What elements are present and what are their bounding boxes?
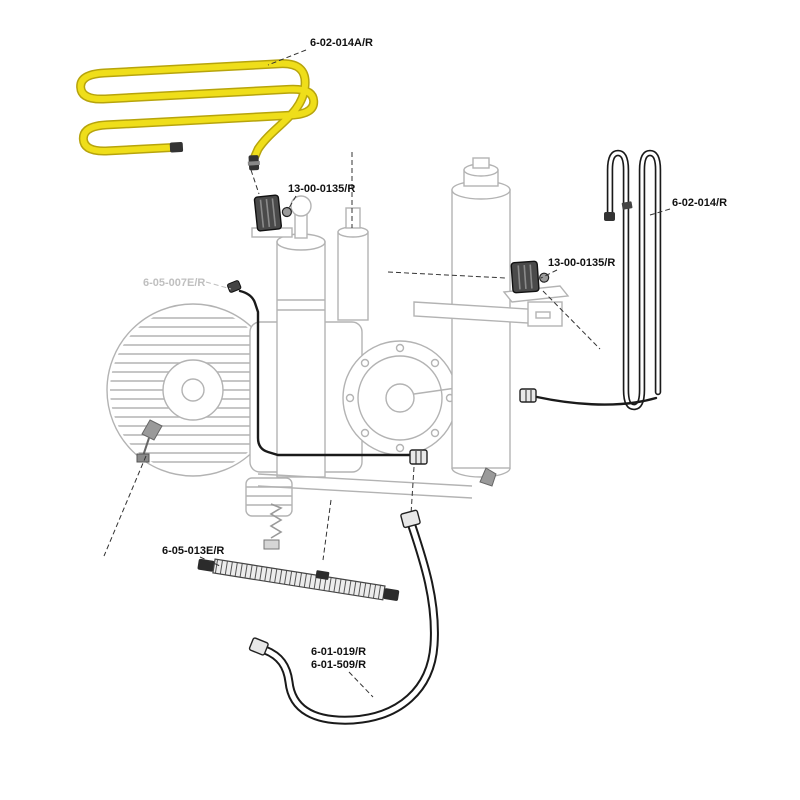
- label-oil-pipe: 6-05-007E/R: [143, 277, 205, 289]
- right-coil: [519, 149, 662, 411]
- gearbox: [342, 340, 464, 456]
- label-clamp-right: 13-00-0135/R: [548, 257, 615, 269]
- clamp-left: [253, 194, 292, 232]
- spring-valve: [263, 503, 283, 550]
- label-u-tube-1: 6-01-019/R: [311, 646, 366, 658]
- heater-right-fitting: [383, 588, 400, 601]
- label-heater: 6-05-013E/R: [162, 545, 224, 557]
- pump-body: [245, 195, 473, 517]
- label-u-tube-2: 6-01-509/R: [311, 659, 366, 671]
- yellow-coil-end-fitting: [169, 142, 184, 153]
- oil-pipe: [227, 280, 428, 465]
- yellow-coil: [76, 59, 319, 171]
- heater-element: [197, 558, 400, 601]
- clamp-right: [510, 260, 550, 294]
- bracket-arm: [251, 227, 570, 327]
- label-yellow-coil: 6-02-014A/R: [310, 37, 373, 49]
- label-clamp-left: 13-00-0135/R: [288, 183, 355, 195]
- coil-union-nut: [519, 388, 537, 403]
- machine-ghost: [106, 157, 570, 550]
- fitting-band: [247, 160, 260, 166]
- coil-end-fitting: [604, 212, 615, 221]
- motor: [106, 303, 280, 477]
- right-cylinder: [451, 157, 511, 487]
- label-right-coil: 6-02-014/R: [672, 197, 727, 209]
- u-tube: [248, 509, 439, 725]
- construction-lines: [103, 152, 601, 561]
- leader-lines: [199, 49, 671, 698]
- u-tube-top-nut: [400, 509, 421, 529]
- u-tube-end-nut: [248, 637, 269, 656]
- clamp-screw: [281, 206, 292, 218]
- coil-inlet-nut: [621, 201, 633, 210]
- pipe-union-nut: [409, 449, 428, 465]
- drain-valve: [136, 419, 163, 463]
- heater-left-fitting: [197, 558, 215, 572]
- heater-mid-nut: [315, 570, 330, 580]
